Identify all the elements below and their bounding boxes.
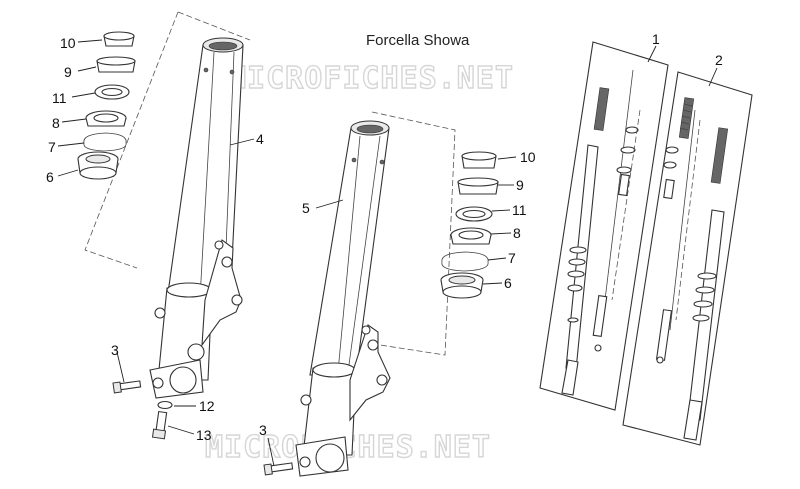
parts-stack-left	[77, 31, 136, 180]
callout-9-right: 9	[516, 177, 524, 193]
bolt-left	[112, 351, 142, 394]
guide-line-left	[84, 11, 251, 269]
callout-13: 13	[196, 427, 212, 443]
callout-3-left: 3	[111, 342, 119, 358]
callout-1: 1	[652, 31, 660, 47]
leader-1	[647, 45, 657, 63]
callouts-left-stack: 10 9 11 8 7 6	[46, 35, 103, 185]
washer-12	[157, 400, 196, 410]
caliper-mount-right	[349, 324, 391, 422]
callout-11-left: 11	[52, 90, 67, 106]
callouts-right-stack: 10 9 11 8 7 6	[482, 149, 536, 291]
callout-8-left: 8	[52, 115, 60, 131]
fork-leg-right	[295, 111, 456, 477]
callout-11-right: 11	[512, 202, 527, 218]
callout-6-left: 6	[46, 169, 54, 185]
callout-12: 12	[199, 398, 215, 414]
callout-8-right: 8	[513, 225, 521, 241]
guide-line-right	[371, 111, 456, 356]
callout-2: 2	[715, 52, 723, 68]
callout-10-left: 10	[60, 35, 76, 51]
leader-5	[315, 199, 344, 209]
leader-4	[229, 138, 255, 146]
parts-stack-right	[440, 151, 499, 299]
watermark-top: MICROFICHES.NET	[228, 61, 514, 96]
callout-7-left: 7	[48, 139, 56, 155]
callout-4: 4	[256, 131, 264, 147]
fork-leg-left	[84, 11, 251, 399]
diagram-title: Forcella Showa	[366, 32, 470, 49]
callout-9-left: 9	[64, 64, 72, 80]
callout-5: 5	[302, 200, 310, 216]
screw-13	[151, 410, 195, 440]
panel-2	[622, 71, 753, 446]
callout-6-right: 6	[504, 275, 512, 291]
callout-10-right: 10	[520, 149, 536, 165]
panel-1	[539, 41, 669, 411]
callout-7-right: 7	[508, 250, 516, 266]
callout-3-right: 3	[259, 422, 267, 438]
leader-2	[708, 67, 718, 87]
bolt-right	[263, 437, 294, 476]
